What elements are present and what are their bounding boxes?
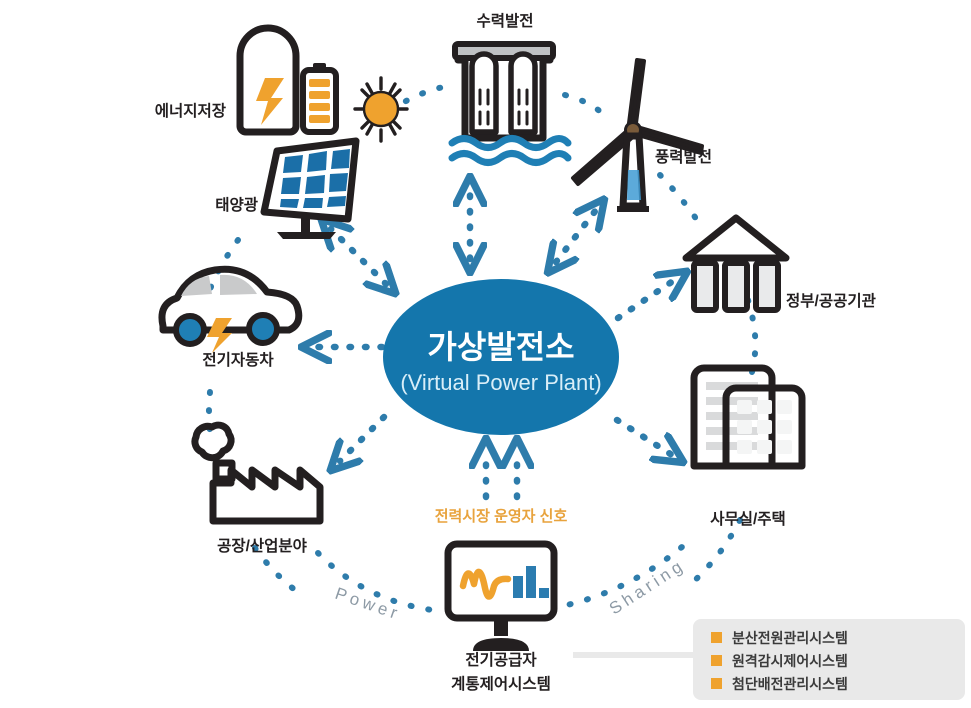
sun-icon: [353, 76, 409, 143]
buildings-icon: [690, 364, 806, 470]
node-label-factory: 공장/산업분야: [217, 537, 308, 555]
arrow-office-home: [613, 416, 672, 455]
factory-icon: [191, 421, 324, 525]
solar-panel-icon: [260, 137, 360, 239]
node-label-hydro: 수력발전: [476, 11, 533, 30]
node-solar: 태양광: [215, 137, 360, 239]
bolt-glyph: [256, 78, 284, 125]
flow-label-power: Power: [333, 584, 404, 624]
node-label-energy-storage: 에너지저장: [155, 102, 227, 120]
legend-connector: [573, 652, 693, 658]
arrow-factory: [340, 413, 388, 461]
government-building-icon: [682, 214, 790, 313]
node-factory: 공장/산업분야: [191, 421, 324, 555]
waveform-glyph: [459, 568, 512, 600]
node-hydro: 수력발전: [448, 11, 572, 166]
legend-box: [693, 619, 965, 700]
dam-icon: [448, 41, 572, 166]
bar-chart-glyph: [513, 566, 549, 598]
spoke-arrows: [315, 190, 676, 501]
node-label-supplier-line2: 계통제어시스템: [451, 674, 551, 693]
node-electric-vehicle: 전기자동차: [158, 265, 303, 369]
node-supplier-control: 전기공급자 계통제어시스템: [444, 540, 558, 693]
power-arc: [315, 550, 435, 613]
arrow-solar: [331, 229, 386, 284]
node-wind: 풍력발전: [571, 58, 712, 212]
arrow-government: [614, 279, 676, 322]
legend-item-label: 분산전원관리시스템: [732, 630, 848, 646]
sharing-arc: [549, 537, 693, 611]
center-node: 가상발전소 (Virtual Power Plant): [383, 279, 619, 435]
node-government: 정부/공공기관: [682, 214, 876, 313]
legend-bullet-icon: [711, 678, 722, 689]
center-title-ko: 가상발전소: [427, 329, 574, 365]
arrow-wind: [556, 210, 596, 262]
node-label-supplier-line1: 전기공급자: [465, 651, 537, 669]
signal-label: 전력시장 운영자 신호: [435, 507, 568, 525]
power-sharing-arcs: [315, 537, 693, 613]
node-label-government: 정부/공공기관: [786, 292, 876, 310]
electric-car-icon: [158, 265, 303, 353]
node-label-electric-vehicle: 전기자동차: [202, 351, 274, 369]
legend-item: 분산전원관리시스템: [711, 630, 848, 646]
node-label-solar: 태양광: [215, 195, 258, 214]
legend-item: 첨단배전관리시스템: [711, 676, 848, 692]
monitor-chart-icon: [444, 540, 558, 651]
legend-item-label: 원격감시제어시스템: [732, 653, 848, 669]
legend-bullet-icon: [711, 655, 722, 666]
legend-item-label: 첨단배전관리시스템: [732, 676, 848, 692]
battery-icon: [236, 24, 339, 136]
legend-bullet-icon: [711, 632, 722, 643]
node-label-office-home: 사무실/주택: [710, 510, 786, 528]
node-office-home: 사무실/주택: [690, 364, 806, 528]
node-energy-storage: 에너지저장: [155, 24, 339, 136]
center-title-en: (Virtual Power Plant): [400, 370, 601, 395]
wind-turbine-icon: [571, 58, 704, 212]
legend: 분산전원관리시스템 원격감시제어시스템 첨단배전관리시스템: [573, 619, 965, 700]
center-ellipse: [383, 279, 619, 435]
node-label-wind: 풍력발전: [655, 147, 712, 166]
legend-item: 원격감시제어시스템: [711, 653, 848, 669]
water-waves: [448, 135, 572, 166]
